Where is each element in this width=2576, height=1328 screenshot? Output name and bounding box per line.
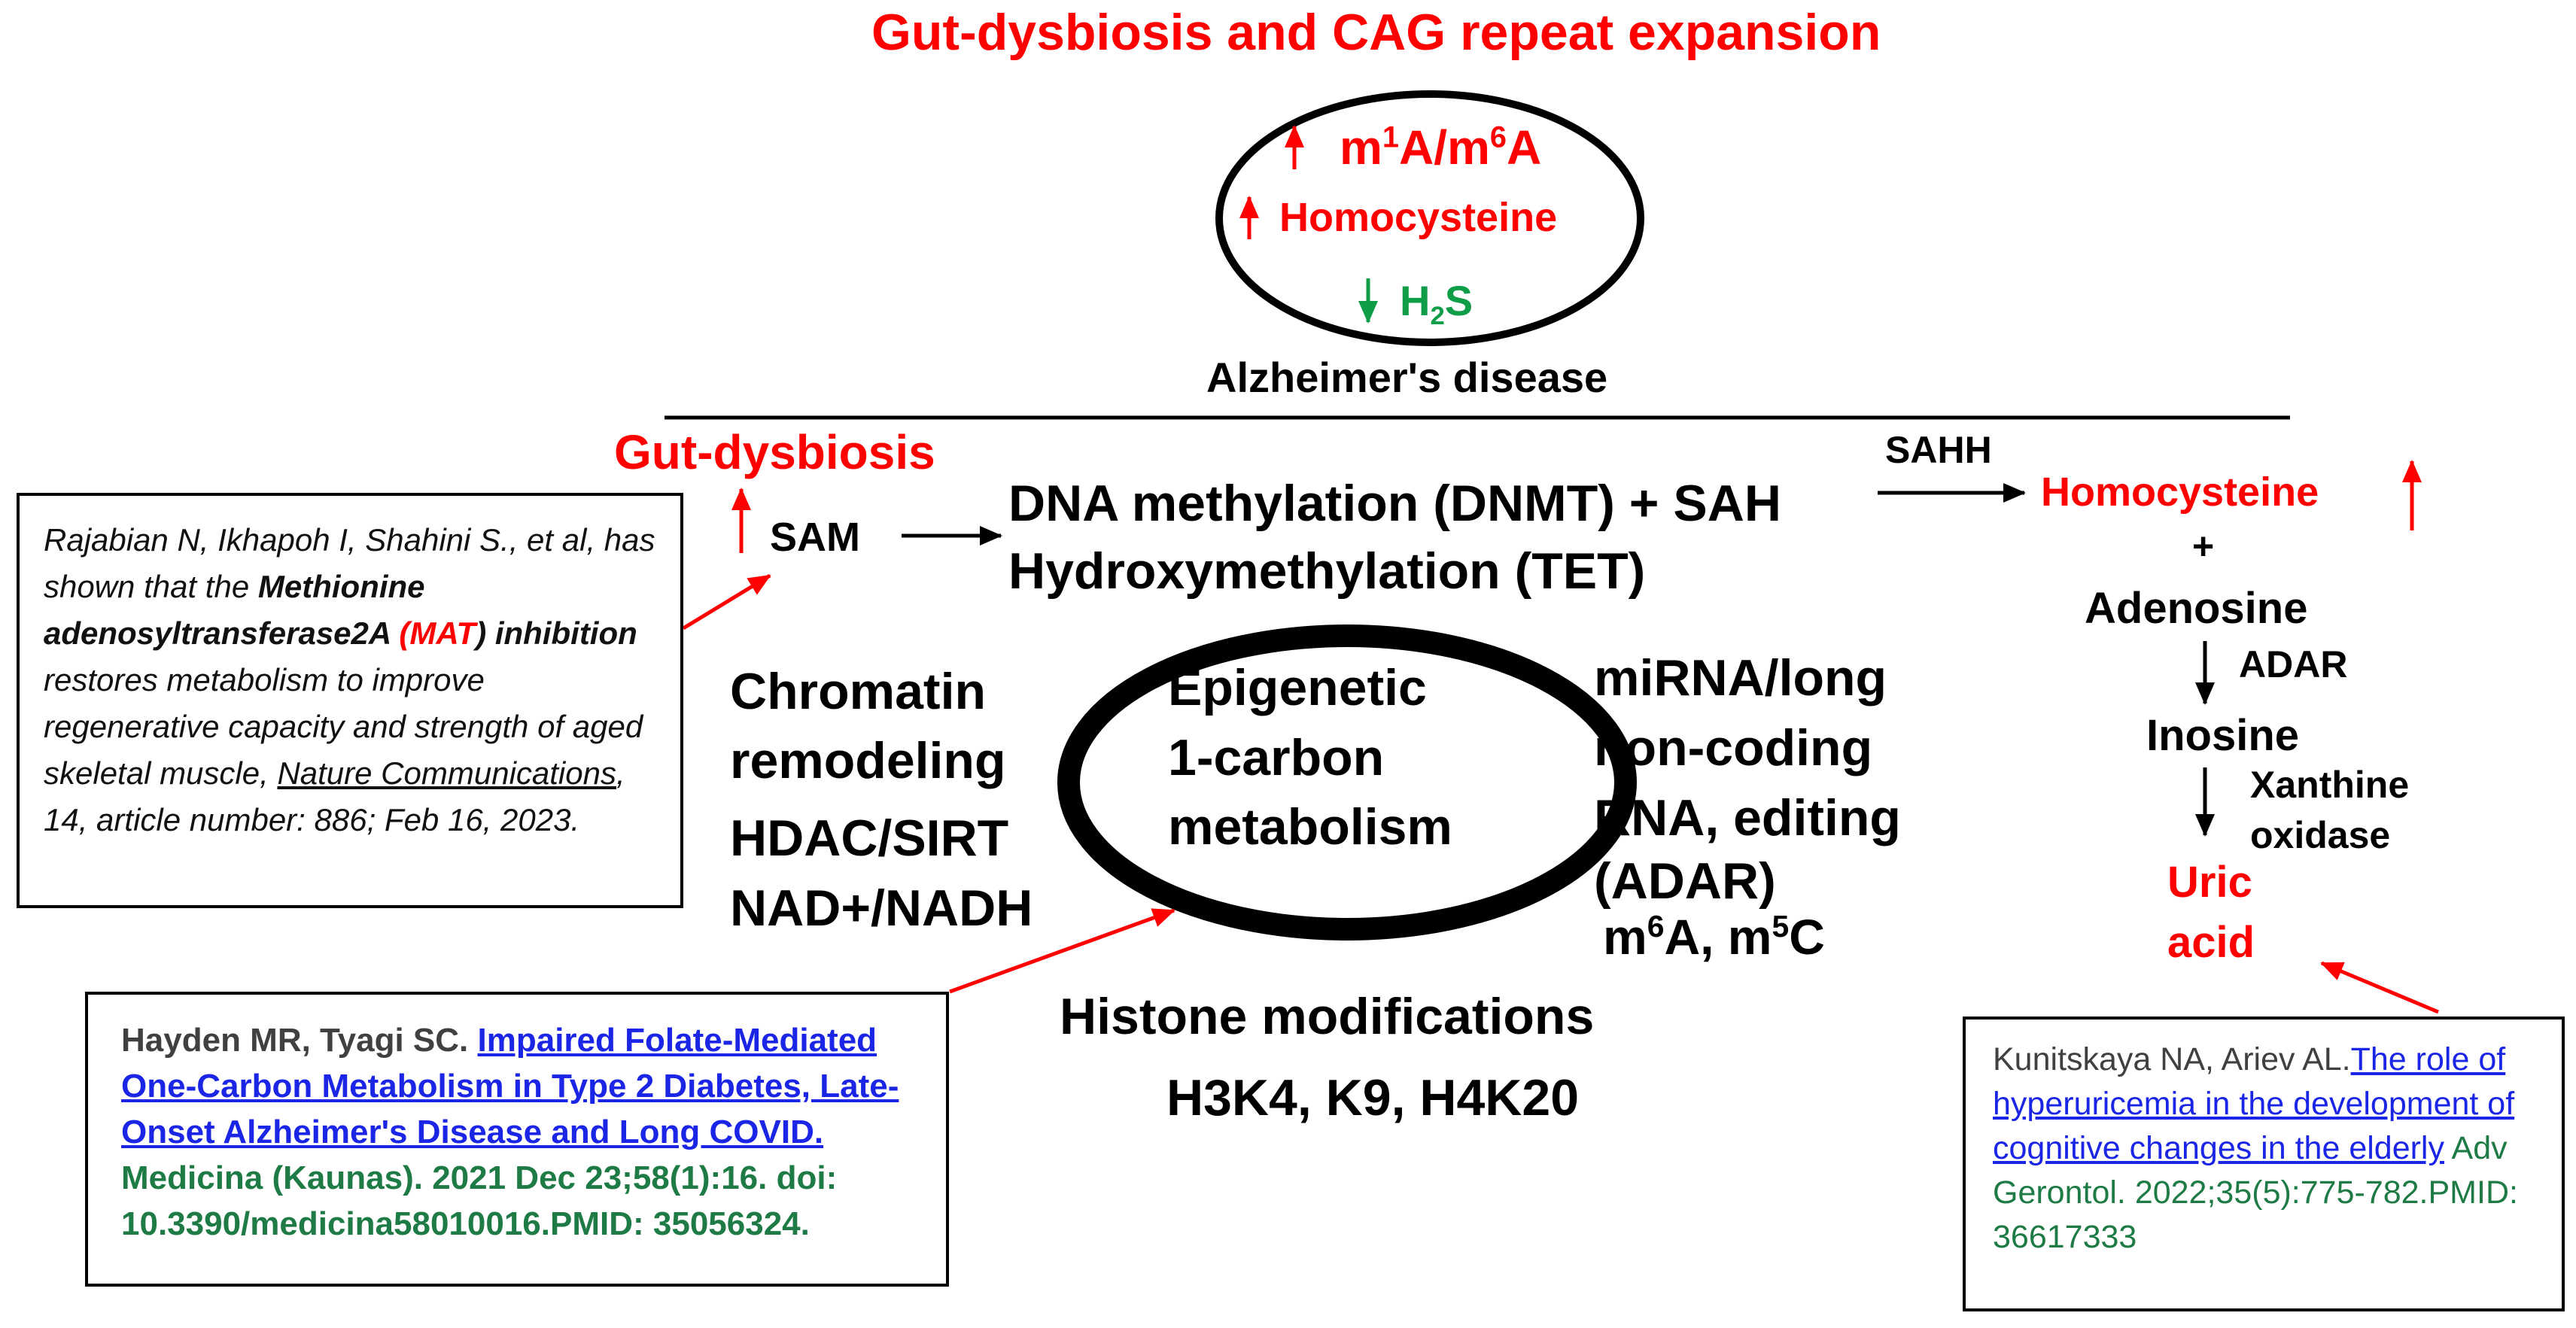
diagram-title: Gut-dysbiosis and CAG repeat expansion xyxy=(871,4,1881,61)
inosine-label: Inosine xyxy=(2146,711,2300,760)
cite3-article-link[interactable]: The role of hyperuricemia in the develop… xyxy=(1993,1041,2515,1166)
hydroxymethylation-label: Hydroxymethylation (TET) xyxy=(1008,542,1646,600)
nad-label: NAD+/NADH xyxy=(730,880,1033,937)
homocysteine-right-label: Homocysteine xyxy=(2041,470,2319,515)
cite3-pointer-arrow xyxy=(2320,961,2439,1014)
citation-box-kunitskaya: Kunitskaya NA, Ariev AL.The role of hype… xyxy=(1963,1017,2565,1311)
sahh-label: SAHH xyxy=(1885,429,1992,471)
alzheimers-oval xyxy=(1215,90,1644,346)
histone-label: Histone modifications xyxy=(1060,988,1595,1045)
cite2-pointer-arrow xyxy=(949,908,1175,994)
journal-name: Nature Communications xyxy=(277,755,616,791)
sam-label: SAM xyxy=(770,515,860,560)
noncoding-label: non-coding xyxy=(1594,719,1873,776)
remodeling-label: remodeling xyxy=(730,732,1006,789)
gut-dysbiosis-label: Gut-dysbiosis xyxy=(614,425,935,479)
plus-sign: + xyxy=(2192,525,2215,567)
epigenetic-label: Epigenetic xyxy=(1168,659,1427,716)
chromatin-label: Chromatin xyxy=(730,663,986,720)
xanthine-label: Xanthine xyxy=(2250,764,2410,806)
uric-label: Uric xyxy=(2167,858,2252,907)
m6a-m5c-label: m6A, m5C xyxy=(1603,909,1825,965)
cite2-article-link[interactable]: Impaired Folate-Mediated One-Carbon Meta… xyxy=(121,1022,899,1150)
one-carbon-label: 1-carbon xyxy=(1168,729,1385,786)
dna-methylation-label: DNA methylation (DNMT) + SAH xyxy=(1008,475,1781,532)
cite3-reference: Adv Gerontol. 2022;35(5):775-782.PMID: 3… xyxy=(1993,1130,2518,1255)
m1a-m6a-label: m1A/m6A xyxy=(1340,120,1542,175)
epigenetic-oval xyxy=(1057,624,1637,941)
cite2-reference: Medicina (Kaunas). 2021 Dec 23;58(1):16.… xyxy=(121,1159,838,1242)
adar-paren-label: (ADAR) xyxy=(1594,852,1776,910)
mirna-label: miRNA/long xyxy=(1594,649,1887,707)
acid-label: acid xyxy=(2167,918,2255,967)
cite3-authors: Kunitskaya NA, Ariev AL. xyxy=(1993,1041,2351,1077)
homocysteine-top-label: Homocysteine xyxy=(1279,195,1558,240)
rna-editing-label: RNA, editing xyxy=(1594,789,1901,846)
hdac-sirt-label: HDAC/SIRT xyxy=(730,810,1009,867)
adar-label: ADAR xyxy=(2239,643,2348,685)
h2s-label: H2S xyxy=(1400,277,1474,331)
adenosine-label: Adenosine xyxy=(2085,584,2308,633)
metabolism-label: metabolism xyxy=(1168,798,1452,855)
histone-marks-label: H3K4, K9, H4K20 xyxy=(1166,1069,1580,1126)
cite2-authors: Hayden MR, Tyagi SC. xyxy=(121,1022,478,1059)
cite1-text: Rajabian N, Ikhapoh I, Shahini S., et al… xyxy=(44,522,655,604)
cite1-pointer-arrow xyxy=(682,573,771,631)
alzheimers-caption: Alzheimer's disease xyxy=(1206,354,1608,401)
oxidase-label: oxidase xyxy=(2250,814,2391,856)
citation-box-hayden: Hayden MR, Tyagi SC. Impaired Folate-Med… xyxy=(85,992,949,1287)
citation-box-rajabian: Rajabian N, Ikhapoh I, Shahini S., et al… xyxy=(17,493,683,908)
